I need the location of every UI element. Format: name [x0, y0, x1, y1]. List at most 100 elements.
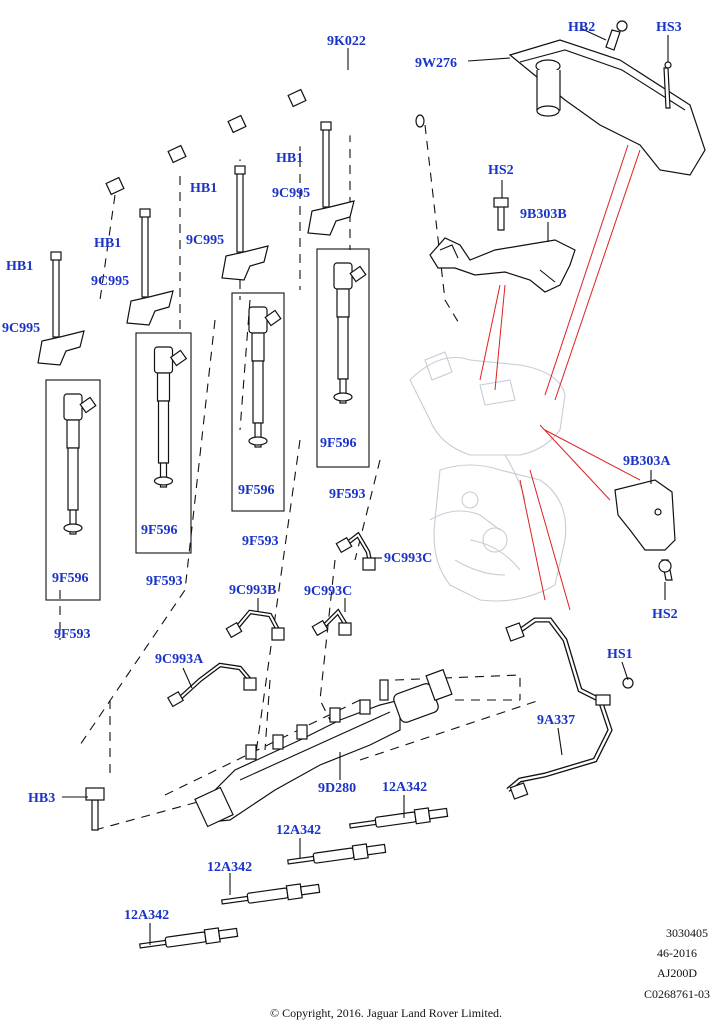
callout-9f593-a: 9F593 — [54, 627, 91, 642]
injector-3-head — [248, 306, 268, 334]
assembly-dashed-lines — [59, 85, 541, 831]
injector-1-bolt-head — [50, 251, 62, 261]
leak-off-pipe-9K022 — [99, 68, 425, 196]
callout-12a342-c: 12A342 — [207, 860, 252, 875]
injector-2-body — [157, 400, 170, 464]
injector-3-body — [252, 360, 264, 424]
injector-groups — [37, 121, 370, 601]
glow-plug-3 — [221, 883, 321, 905]
injector-1-bolt — [52, 257, 60, 338]
callout-hb1-c: HB1 — [190, 181, 217, 196]
callout-12a342-d: 12A342 — [124, 908, 169, 923]
callout-12a342-b: 12A342 — [276, 823, 321, 838]
injector-2-nozzle — [159, 462, 168, 488]
injector-3-frame — [231, 292, 285, 512]
acoustic-cover-9W276 — [508, 20, 706, 176]
callout-9d280: 9D280 — [318, 781, 356, 796]
callout-9c995-b: 9C995 — [91, 274, 129, 289]
callout-labels: HB2 HS3 9K022 9W276 HB1 9C995 HB1 9C995 … — [2, 20, 682, 923]
callout-9c995-d: 9C995 — [272, 186, 310, 201]
glow-plug-2 — [287, 843, 387, 865]
reference-block: 3030405 46-2016 AJ200D C0268761-03 — [644, 926, 710, 1001]
callout-hs3: HS3 — [656, 20, 682, 35]
fuel-rail-9D280 — [194, 668, 453, 828]
injector-4-connector — [349, 265, 367, 283]
injector-3-bolt — [236, 171, 244, 253]
injector-2-head — [153, 346, 174, 374]
callout-9f596-a: 9F596 — [52, 571, 89, 586]
callout-hs1: HS1 — [607, 647, 633, 662]
callout-9c993c-b: 9C993C — [304, 584, 352, 599]
callout-9b303b: 9B303B — [520, 207, 567, 222]
callout-9c995-a: 9C995 — [2, 321, 40, 336]
callout-9c993c-a: 9C993C — [384, 551, 432, 566]
glow-plug-4 — [139, 927, 239, 949]
injector-1-neck — [66, 419, 80, 449]
callout-hb3: HB3 — [28, 791, 55, 806]
injector-4-clamp — [307, 200, 355, 236]
callout-9f593-d: 9F593 — [329, 487, 366, 502]
injector-1-body — [67, 447, 79, 511]
injector-4-nozzle — [339, 378, 347, 404]
callout-9f593-c: 9F593 — [242, 534, 279, 549]
injector-4-neck — [336, 288, 350, 318]
callout-12a342-a: 12A342 — [382, 780, 427, 795]
injector-1-frame — [45, 379, 101, 601]
injector-4-bolt-head — [320, 121, 332, 131]
engine-background-ghost — [409, 351, 567, 602]
injector-3-bolt-head — [234, 165, 246, 175]
injector-2-frame — [135, 332, 192, 554]
injector-3-nozzle — [254, 422, 262, 448]
callout-hb1-d: HB1 — [276, 151, 303, 166]
injector-4-head — [333, 262, 353, 290]
injector-2-bolt — [141, 214, 149, 298]
injector-3-seal — [248, 436, 268, 446]
ref-line-3: AJ200D — [657, 966, 697, 980]
bolt-HB3 — [85, 787, 105, 831]
injector-1-seal — [63, 523, 83, 533]
callout-9k022: 9K022 — [327, 34, 366, 49]
callout-hb1-b: HB1 — [94, 236, 121, 251]
callout-hb2: HB2 — [568, 20, 595, 35]
callout-9w276: 9W276 — [415, 56, 457, 71]
injector-4-seal — [333, 392, 353, 402]
ref-line-2: 46-2016 — [657, 946, 697, 960]
injector-2-clamp — [126, 290, 174, 326]
injector-3-neck — [251, 332, 265, 362]
red-leader-lines — [479, 144, 641, 611]
callout-9f596-c: 9F596 — [238, 483, 275, 498]
injector-2-bolt-head — [139, 208, 151, 218]
bracket-9B303A — [614, 479, 676, 581]
callout-9c995-c: 9C995 — [186, 233, 224, 248]
glow-plug-1 — [349, 807, 449, 829]
callout-9f596-d: 9F596 — [320, 436, 357, 451]
callout-hb1-a: HB1 — [6, 259, 33, 274]
injector-2-neck — [156, 372, 171, 402]
injector-1-head — [63, 393, 83, 421]
high-pressure-pipe-9A337 — [505, 617, 634, 800]
callout-9c993b: 9C993B — [229, 583, 276, 598]
injector-4-frame — [316, 248, 370, 468]
bracket-9B303B — [429, 197, 576, 293]
injector-1-nozzle — [69, 509, 77, 535]
injector-pipes-9C993 — [166, 531, 376, 708]
injector-4-bolt — [322, 127, 330, 208]
callout-leaders — [62, 27, 669, 945]
injector-2-connector — [169, 349, 188, 367]
callout-9c993a: 9C993A — [155, 652, 204, 667]
copyright-notice: © Copyright, 2016. Jaguar Land Rover Lim… — [270, 1006, 502, 1020]
callout-9a337: 9A337 — [537, 713, 575, 728]
callout-9f596-b: 9F596 — [141, 523, 178, 538]
injector-3-clamp — [221, 245, 269, 281]
injector-3-connector — [264, 309, 282, 327]
injector-2-seal — [153, 476, 174, 486]
injector-1-connector — [79, 396, 97, 414]
callout-9b303a: 9B303A — [623, 454, 671, 469]
callout-9f593-b: 9F593 — [146, 574, 183, 589]
callout-hs2-top: HS2 — [488, 163, 514, 178]
injector-1-clamp — [37, 330, 85, 366]
injector-4-body — [337, 316, 349, 380]
ref-line-1: 3030405 — [666, 926, 708, 940]
